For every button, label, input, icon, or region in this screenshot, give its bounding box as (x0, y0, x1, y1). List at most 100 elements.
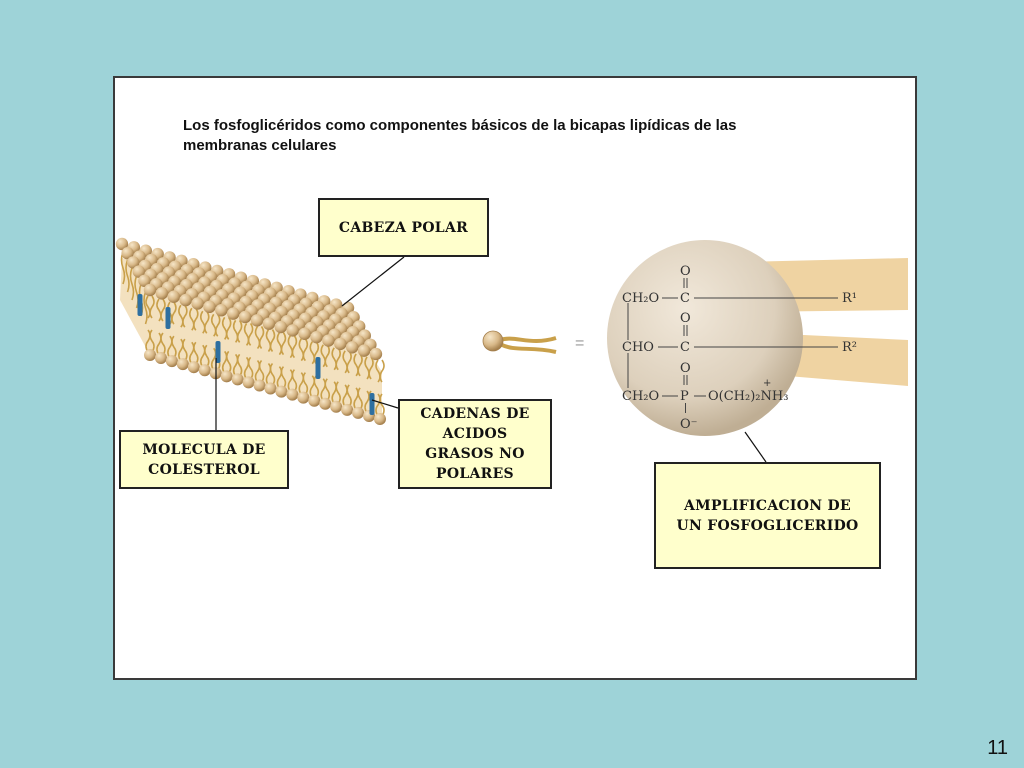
fatty-acid-tail (171, 301, 177, 325)
fatty-acid-tail (160, 332, 166, 356)
oxygen-minus: O⁻ (680, 417, 698, 432)
fatty-acid-tail (346, 350, 352, 374)
formula-row2-left: CHO (622, 340, 654, 355)
cholesterol-molecule (315, 357, 321, 379)
fatty-acid-tail (258, 359, 265, 383)
fatty-acid-tail (203, 344, 210, 368)
label-cadenas-acidos-grasos: CADENAS DE ACIDOS GRASOS NO POLARES (398, 399, 552, 489)
polar-head (154, 352, 167, 365)
fatty-acid-tail (291, 335, 298, 359)
polar-head (264, 382, 277, 395)
fatty-acid-tail (193, 307, 199, 331)
polar-head (238, 310, 252, 324)
r1-label: R¹ (842, 291, 857, 306)
polar-head (215, 304, 228, 317)
cholesterol-molecule (215, 341, 221, 363)
fatty-acid-tail (313, 375, 320, 399)
fatty-acid-tail (335, 347, 341, 371)
oxygen-3: O (680, 361, 691, 376)
fatty-acid-tail (129, 267, 135, 301)
equals-sign: = (575, 335, 584, 352)
fatty-acid-tail (149, 295, 155, 319)
polar-head (319, 397, 332, 410)
polar-head (297, 391, 310, 404)
polar-head (253, 379, 266, 392)
polar-head (275, 385, 288, 398)
formula-row3-left: CH₂O (622, 389, 659, 404)
fatty-acid-tail (143, 291, 148, 325)
polar-head (231, 373, 244, 386)
polar-head-sphere (607, 240, 803, 436)
polar-head (274, 320, 288, 334)
polar-head (187, 361, 200, 374)
fatty-acid-tail (236, 353, 243, 377)
leader-lines (215, 256, 767, 463)
carbon-1: C (680, 291, 690, 306)
plus-sign: + (763, 378, 771, 389)
polar-head (242, 376, 255, 389)
fatty-acid-tail (280, 366, 287, 390)
fatty-acid-tail (225, 316, 232, 340)
polar-head (250, 314, 264, 327)
fatty-acid-tail (302, 372, 309, 396)
leader-cabeza (341, 256, 405, 307)
fatty-acid-tail (379, 393, 385, 417)
structural-formula: O O O O⁻ CH₂O CHO CH₂O C C P O(CH₂)₂NH₃ … (622, 264, 857, 432)
fatty-acid-tail (182, 304, 188, 328)
fatty-acid-tail (280, 332, 287, 356)
polar-head (310, 330, 323, 344)
fatty-acid-tail (236, 319, 243, 343)
polar-head (286, 324, 299, 337)
fatty-acid-tail (247, 356, 254, 380)
cholesterol-molecules (137, 294, 375, 415)
fatty-acid-tail (324, 378, 331, 402)
polar-head (308, 394, 321, 407)
polar-head (374, 413, 386, 425)
polar-head (155, 287, 169, 300)
diagram-title: Los fosfoglicéridos como componentes bás… (183, 117, 737, 154)
cholesterol-molecule (165, 307, 171, 329)
fatty-acid-tail (247, 322, 254, 346)
phosphorus: P (680, 389, 689, 404)
polar-head (127, 256, 140, 269)
fatty-acid-tail (357, 353, 363, 377)
polar-head (144, 349, 156, 361)
single-phospholipid-icon (482, 330, 557, 354)
fatty-acid-tail (313, 341, 320, 365)
fatty-acid-tail (302, 338, 309, 362)
polar-head (167, 290, 180, 303)
polar-head (369, 347, 383, 361)
fatty-acid-tail (357, 387, 363, 411)
fatty-acid-tail (120, 251, 126, 285)
fatty-acid-tail (368, 356, 374, 380)
polar-head (227, 307, 240, 320)
fatty-acid-tail (269, 363, 276, 386)
polar-head (115, 237, 129, 251)
polar-head (298, 327, 311, 340)
fatty-acid-tail (346, 384, 352, 408)
polar-head (179, 293, 192, 307)
polar-head (165, 355, 178, 368)
polar-head (322, 334, 335, 347)
fatty-acid-tail (182, 338, 188, 362)
formula-row1-left: CH₂O (622, 291, 659, 306)
polar-head (341, 403, 354, 416)
fatty-acid-tail (193, 341, 199, 365)
polar-head (352, 406, 365, 419)
polar-head (203, 300, 216, 314)
fatty-acid-tail (335, 381, 341, 405)
cholesterol-molecule (137, 294, 143, 316)
cholesterol-molecule (369, 393, 375, 415)
leader-cadenas (371, 399, 399, 409)
fatty-acid-tail (160, 298, 166, 322)
polar-head (176, 358, 189, 371)
fatty-acid-tail (324, 344, 331, 368)
lipid-bilayer (115, 237, 386, 425)
polar-heads (115, 237, 386, 425)
polar-head (138, 274, 151, 287)
label-cabeza-polar: CABEZA POLAR (318, 198, 489, 257)
polar-head (220, 370, 233, 383)
leader-amplificacion (744, 431, 767, 463)
fatty-acid-tail (171, 335, 177, 359)
page-number: 11 (987, 737, 1008, 759)
